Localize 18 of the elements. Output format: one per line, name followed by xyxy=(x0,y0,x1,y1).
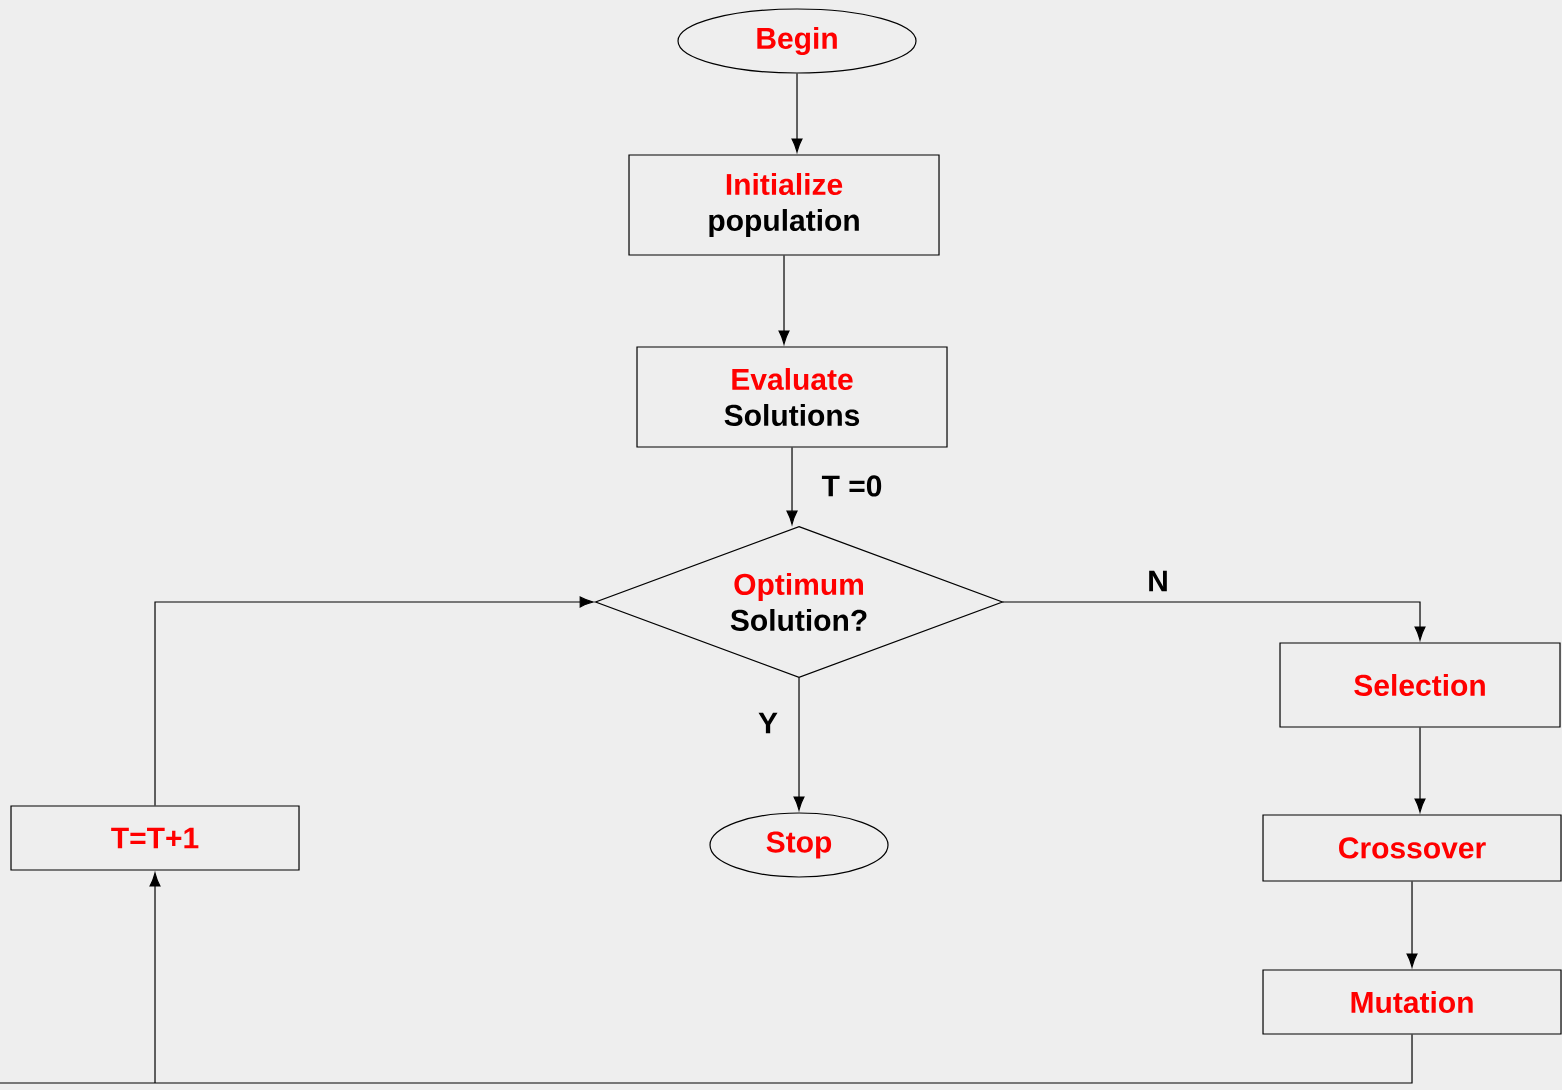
arrow xyxy=(786,447,798,525)
process-box: Mutation xyxy=(1262,969,1562,1035)
arrow xyxy=(791,73,803,153)
arrow xyxy=(154,596,594,806)
edge-label: T =0 xyxy=(819,473,885,499)
arrow xyxy=(1406,881,1418,968)
process-box: T=T+1 xyxy=(10,805,300,871)
arrow xyxy=(793,676,805,811)
process-box: Crossover xyxy=(1262,814,1562,882)
process-box: Evaluate Solutions xyxy=(636,346,948,448)
arrow xyxy=(778,255,790,345)
arrow xyxy=(0,872,1413,1084)
edge-label: Y xyxy=(756,710,780,736)
process-box: Selection xyxy=(1279,642,1561,728)
process-box: Initialize population xyxy=(628,154,940,256)
arrow xyxy=(1414,727,1426,813)
arrow xyxy=(1001,601,1426,641)
edge-label: N xyxy=(1145,568,1171,594)
